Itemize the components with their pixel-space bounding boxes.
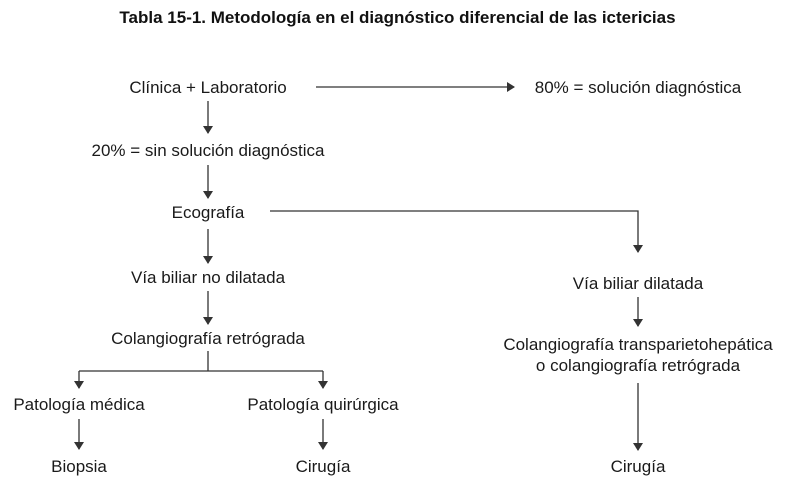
node-solucion-diagnostica-80: 80% = solución diagnóstica [534, 78, 742, 97]
node-cirugia-left: Cirugía [295, 457, 351, 476]
node-patologia-medica: Patología médica [13, 395, 145, 414]
node-cirugia-right: Cirugía [610, 457, 666, 476]
node-colangiografia-transparietohepatica: Colangiografía transparietohepática [503, 335, 773, 354]
node-patologia-quirurgica: Patología quirúrgica [247, 395, 399, 414]
node-via-biliar-no-dilatada: Vía biliar no dilatada [130, 268, 286, 287]
node-ecografia: Ecografía [171, 203, 245, 222]
diagram-title: Tabla 15-1. Metodología en el diagnóstic… [119, 8, 676, 27]
node-colangiografia-retrograda-alt: o colangiografía retrógrada [535, 356, 741, 375]
node-via-biliar-dilatada: Vía biliar dilatada [572, 274, 704, 293]
node-biopsia: Biopsia [51, 457, 107, 476]
node-sin-solucion-20: 20% = sin solución diagnóstica [91, 141, 325, 160]
node-colangiografia-retrograda: Colangiografía retrógrada [111, 329, 305, 348]
node-clinica-laboratorio: Clínica + Laboratorio [129, 78, 287, 97]
